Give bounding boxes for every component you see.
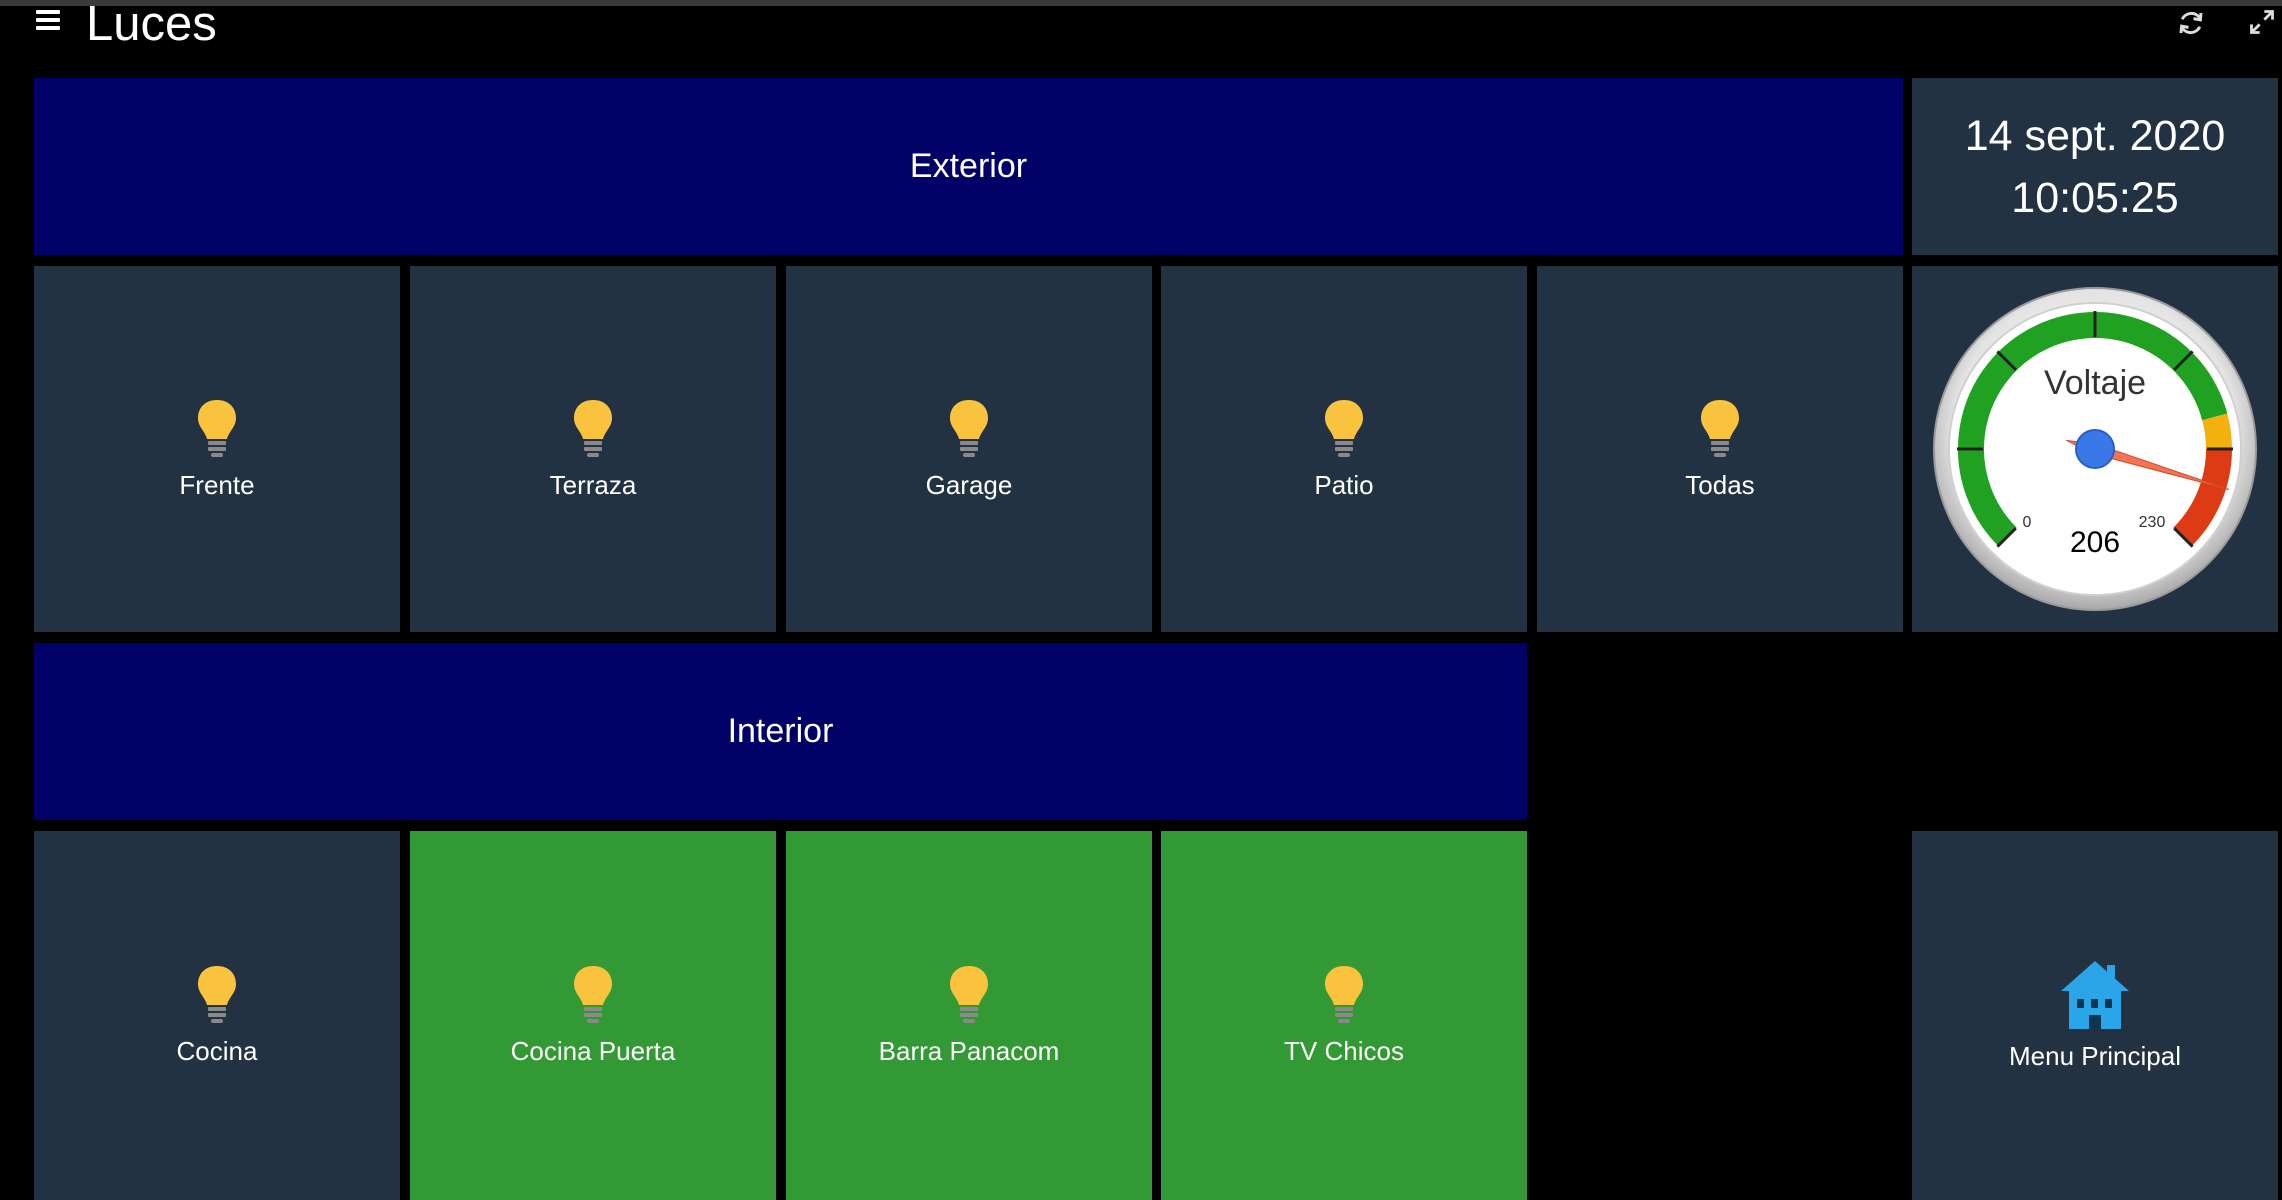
light-button-todas[interactable]: Todas — [1537, 266, 1903, 632]
section-exterior-label: Exterior — [909, 147, 1028, 185]
light-label: Frente — [179, 469, 255, 500]
light-button-barra-panacom[interactable]: Barra Panacom — [786, 831, 1152, 1200]
clock-widget: 14 sept. 2020 10:05:25 — [1912, 78, 2278, 255]
light-button-cocina[interactable]: Cocina — [34, 831, 400, 1200]
light-button-patio[interactable]: Patio — [1161, 266, 1527, 632]
lightbulb-icon — [574, 966, 612, 1023]
header-bar: Luces — [0, 0, 2282, 70]
light-label: Cocina Puerta — [510, 1036, 676, 1066]
light-button-cocina-puerta[interactable]: Cocina Puerta — [410, 831, 776, 1200]
light-button-garage[interactable]: Garage — [786, 266, 1152, 632]
lightbulb-icon — [950, 399, 988, 457]
gauge-tick — [1996, 350, 2017, 371]
lightbulb-icon — [1701, 399, 1739, 457]
lightbulb-icon — [198, 966, 236, 1023]
gauge-title: Voltaje — [2044, 364, 2146, 402]
gauge-value: 206 — [2070, 526, 2120, 559]
gauge-hub — [2075, 429, 2115, 469]
light-label: Garage — [925, 469, 1013, 500]
gauge-band-green — [1958, 312, 2228, 546]
house-icon — [2061, 961, 2129, 1029]
top-border — [0, 0, 2282, 6]
voltage-gauge-widget: Voltaje 0 230 206 — [1912, 266, 2278, 632]
lightbulb-icon — [198, 399, 236, 457]
clock-date: 14 sept. 2020 — [1964, 111, 2226, 160]
main-menu-button[interactable]: Menu Principal — [1912, 831, 2278, 1200]
voltage-gauge: Voltaje 0 230 206 — [1933, 287, 2257, 611]
lightbulb-icon — [1325, 399, 1363, 457]
gauge-tick — [2173, 527, 2194, 548]
light-button-terraza[interactable]: Terraza — [410, 266, 776, 632]
lightbulb-icon — [1325, 966, 1363, 1023]
gauge-band-red — [2173, 448, 2232, 546]
light-label: Barra Panacom — [878, 1036, 1060, 1066]
main-menu-label: Menu Principal — [2009, 1041, 2181, 1071]
clock-time: 10:05:25 — [2011, 173, 2179, 222]
light-label: TV Chicos — [1284, 1036, 1404, 1066]
light-label: Cocina — [176, 1036, 258, 1066]
fullscreen-icon[interactable] — [2248, 8, 2276, 36]
gauge-ticks — [1957, 311, 2233, 548]
page-title: Luces — [86, 0, 217, 51]
light-label: Patio — [1314, 469, 1374, 500]
lightbulb-icon — [950, 966, 988, 1023]
refresh-icon[interactable] — [2176, 8, 2206, 38]
gauge-tick — [1996, 527, 2017, 548]
gauge-min-label: 0 — [2023, 514, 2032, 531]
gauge-max-label: 230 — [2139, 514, 2166, 531]
section-interior-label: Interior — [727, 712, 834, 750]
gauge-band-yellow — [2202, 413, 2232, 450]
gauge-tick — [2173, 350, 2194, 371]
light-label: Todas — [1685, 469, 1755, 500]
section-exterior: Exterior — [34, 78, 1903, 255]
light-button-tv-chicos[interactable]: TV Chicos — [1161, 831, 1527, 1200]
light-button-frente[interactable]: Frente — [34, 266, 400, 632]
lightbulb-icon — [574, 399, 612, 457]
section-interior: Interior — [34, 643, 1527, 820]
hamburger-menu-icon[interactable] — [36, 10, 60, 34]
light-label: Terraza — [549, 469, 637, 500]
